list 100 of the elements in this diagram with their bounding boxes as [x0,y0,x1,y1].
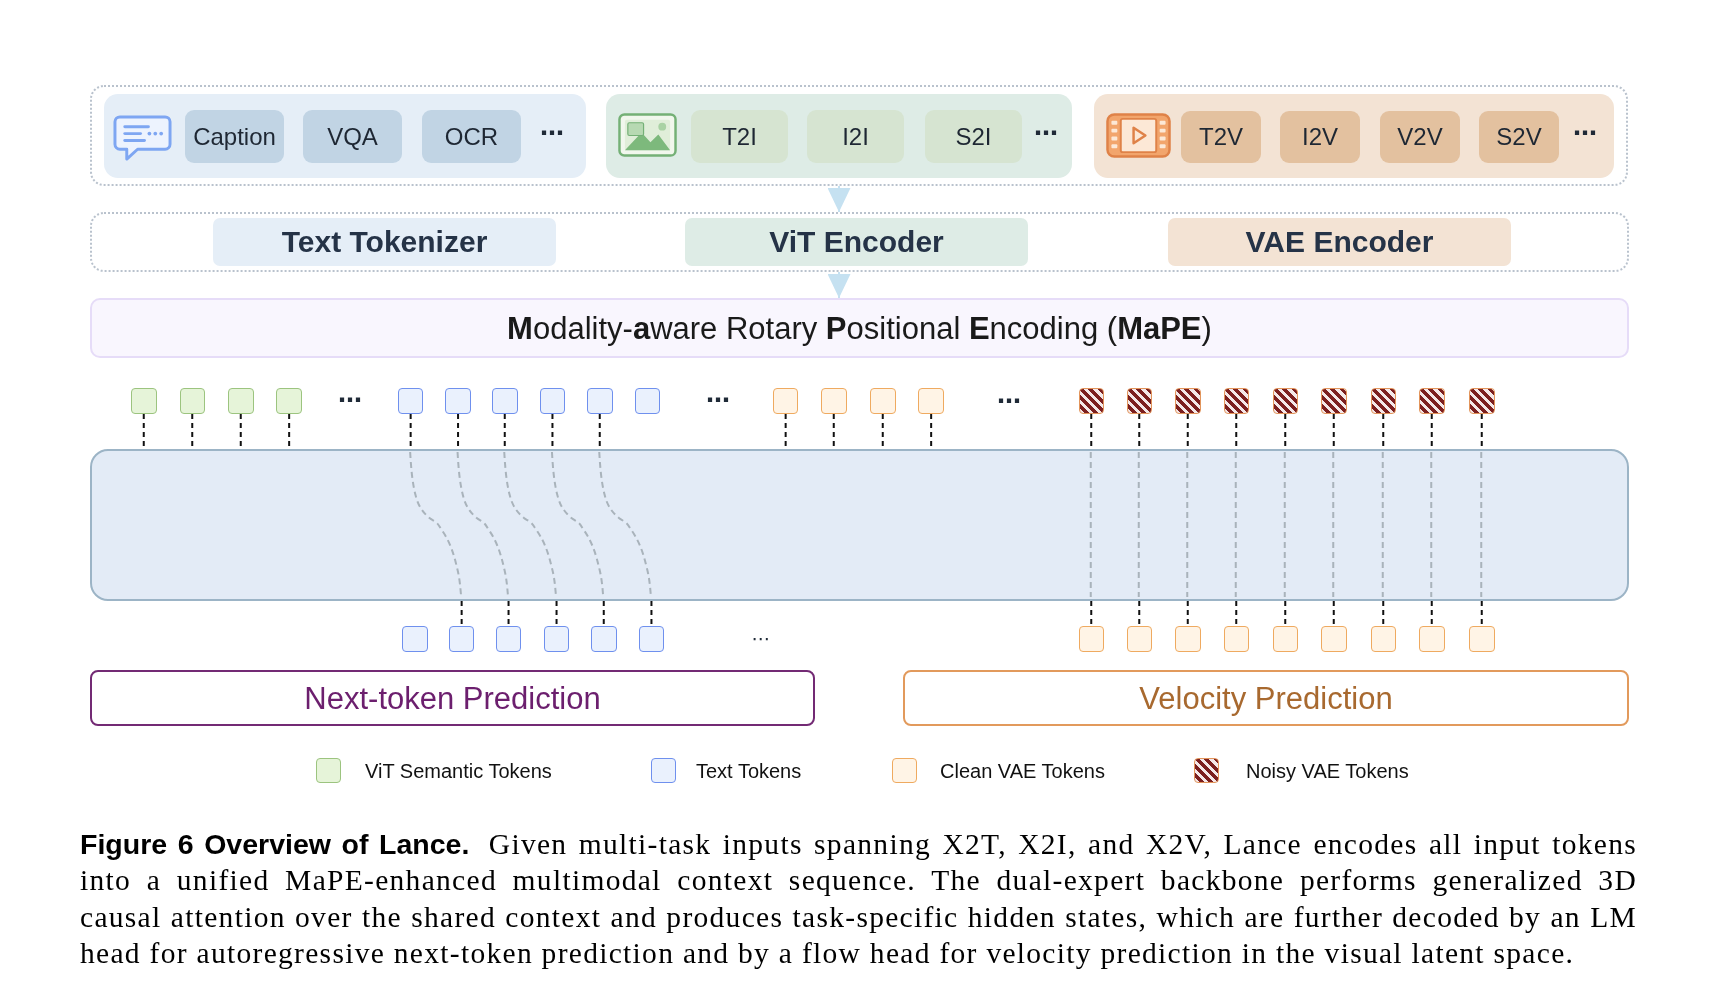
prediction-box [90,670,815,726]
task-panel [1094,94,1614,178]
hatched-token-square [1419,388,1445,414]
dashed-line [1138,600,1141,627]
token-square [634,388,661,414]
token-square [543,626,570,652]
legend-label: Clean VAE Tokens [940,760,1105,781]
encoder-box [213,218,556,266]
hatched-token-square [1078,388,1104,414]
encoder-label: VAE Encoder [1245,227,1434,257]
dashed-line [507,600,510,627]
legend-label: Noisy VAE Tokens [1246,760,1409,781]
hatched-token-square [1370,388,1396,414]
hatched-token-square [1126,388,1152,414]
tag-label: I2I [842,124,869,149]
tag-label: OCR [444,124,499,149]
dashed-line [1235,600,1238,627]
dashed-line [602,600,605,627]
ellipsis: ⋯ [751,628,771,648]
hatched-token-square [1223,388,1249,414]
token-square [445,388,471,414]
hatched-token-square [1469,388,1495,414]
task-tag [185,110,284,163]
encoder-label: Text Tokenizer [281,227,488,257]
token-square [1175,626,1201,652]
task-panel [606,94,1072,178]
dashed-line [650,600,653,627]
tag-label: T2V [1199,125,1243,149]
encoder-box [1168,218,1511,266]
ellipsis: ⋯ [338,388,362,412]
ellipsis: ⋯ [997,389,1021,413]
dashed-line [1090,600,1093,627]
prediction-label: Next-token Prediction [304,682,601,714]
dotted-frame [90,212,1629,272]
legend-label: Text Tokens [696,760,802,781]
tag-label: S2I [955,124,992,149]
ellipsis: ⋯ [540,121,564,145]
dashed-line [1284,600,1287,627]
token-square [1419,626,1445,652]
dashed-line [1186,600,1189,627]
token-square [1469,626,1495,652]
task-tag [422,110,521,163]
legend-label: ViT Semantic Tokens [365,760,552,781]
token-square [276,388,302,414]
token-square [1370,626,1396,652]
dashed-line [1332,600,1335,627]
prediction-label: Velocity Prediction [1139,682,1393,714]
token-square [448,626,475,652]
dashed-line [1382,600,1385,627]
arrow [827,271,851,299]
task-tag [1181,111,1261,163]
token-square [179,388,205,414]
token-square [1223,626,1249,652]
dashed-line [555,600,558,627]
ellipsis: ⋯ [1573,121,1597,145]
encoding-label: Modality-aware Rotary Positional Encoding (MaPE) [507,312,1212,344]
token-square [495,626,522,652]
token-square [402,626,428,652]
token-square [228,388,254,414]
task-tag [1380,111,1460,163]
token-square [918,388,944,414]
token-square [1126,626,1152,652]
ellipsis: ⋯ [1034,121,1058,145]
hatched-token-square [1272,388,1298,414]
dashed-line [1480,600,1483,627]
task-tag [1479,111,1559,163]
task-tag [303,110,402,163]
token-square [539,388,566,414]
encoder-box [685,218,1028,266]
arrow [827,185,851,213]
backbone-block [90,449,1629,601]
tag-label: S2V [1496,125,1542,149]
tag-label: V2V [1397,125,1443,149]
token-square [638,626,665,652]
task-tag [1280,111,1360,163]
token-square [492,388,518,414]
hatched-token-square [1321,388,1347,414]
token-square [591,626,617,652]
tag-label: I2V [1302,125,1338,149]
token-square [772,388,799,414]
encoder-label: ViT Encoder [769,227,944,257]
encoding-bar [90,298,1629,358]
dashed-line [460,600,463,627]
tag-label: T2I [722,124,757,149]
prediction-box [903,670,1629,726]
token-square [1272,626,1298,652]
token-square [397,388,424,414]
token-square [1321,626,1347,652]
token-square [821,388,847,414]
tag-label: Caption [193,124,276,149]
token-square [1078,626,1104,652]
token-square [870,388,896,414]
dashed-line [1430,600,1433,627]
dotted-frame [90,85,1628,186]
tag-label: VQA [327,124,378,149]
figure-caption: Figure 6 Overview of Lance. Given multi-task inputs spanning X2T, X2I, and X2V, Lance encodes all input tokens into a unified MaPE-enhanced multimodal context sequence. The dual-expert backbone performs generalized 3D causal attention over the shared context and produces task-specific hidden states, which are further decoded by an LM head for autoregressive next-token prediction and by a flow head for velocity prediction in the visual latent space. [80,827,1637,971]
token-square [131,388,157,414]
task-panel [104,94,586,178]
token-square [587,388,613,414]
ellipsis: ⋯ [706,388,730,412]
